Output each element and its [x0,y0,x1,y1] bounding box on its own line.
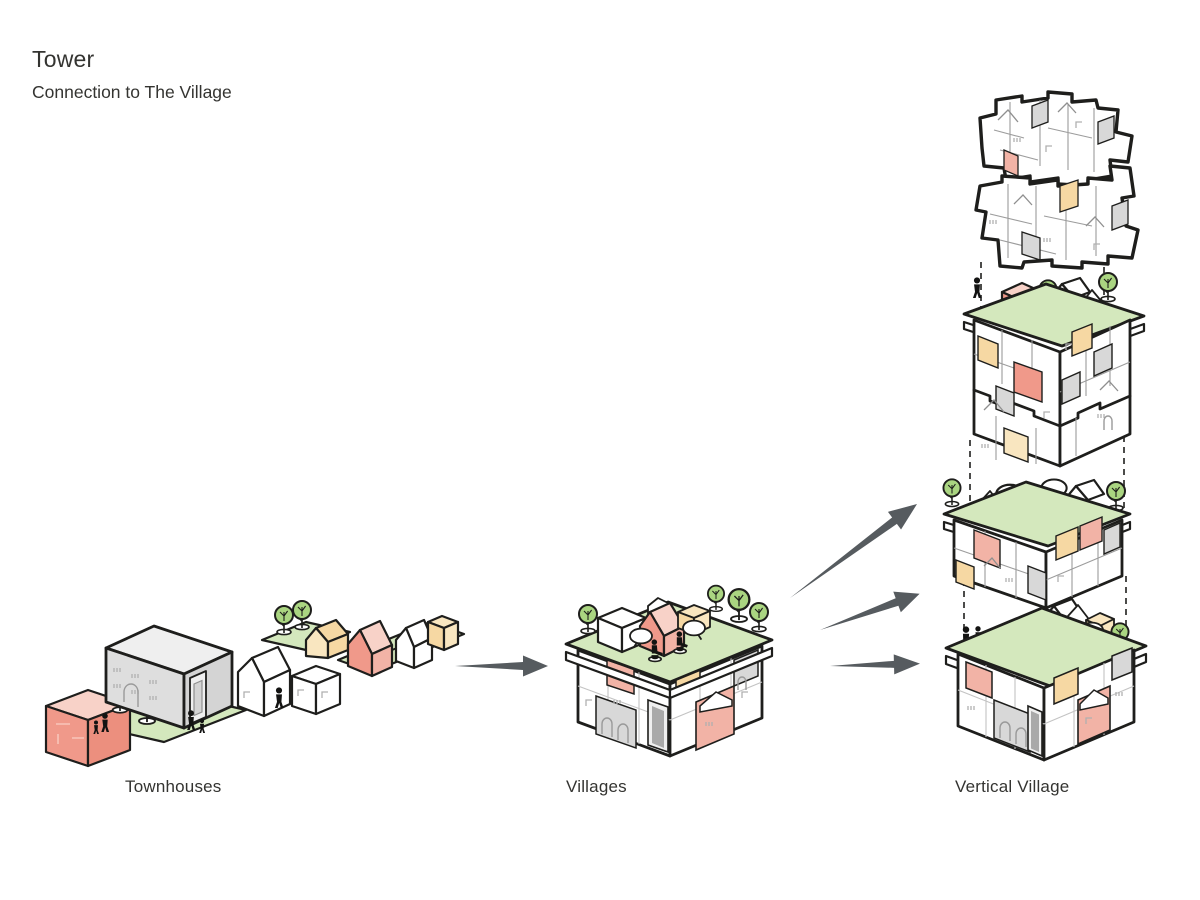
stage-label-townhouses: Townhouses [125,777,222,796]
stage-label-vertical-village: Vertical Village [955,777,1070,796]
townhouses-right-cluster [336,614,466,678]
townhouses-pink-cube [44,688,132,768]
townhouses-mid-plot [260,600,352,660]
tower-block-top [974,90,1140,270]
fan-arrow-middle [820,591,920,630]
stage-label-villages: Villages [566,777,627,796]
fan-arrow-bottom [830,654,920,675]
header: Tower Connection to The Village [32,46,232,103]
townhouses-pink-house [346,619,394,678]
arrow-townhouses-to-villages [455,655,548,677]
tower-block-third [942,478,1132,610]
villages-roof-garden [578,584,769,663]
arrows-villages-to-vertical-village [790,504,920,675]
vertical-village-illustration [942,90,1148,762]
townhouses-illustration [44,600,466,768]
page-title: Tower [32,46,95,72]
tower-block-second [962,272,1146,468]
townhouses-gray-building [104,624,234,730]
villages-illustration [564,584,774,758]
fan-arrow-top [790,504,918,598]
townhouses-tan-cube [426,614,460,652]
townhouses-white-houses [236,645,342,718]
tower-block-bottom [944,597,1148,762]
townhouses-white-gable-house [394,618,434,670]
page-subtitle: Connection to The Village [32,82,232,102]
townhouses-tan-house [304,618,350,660]
villages-facade [576,644,764,758]
